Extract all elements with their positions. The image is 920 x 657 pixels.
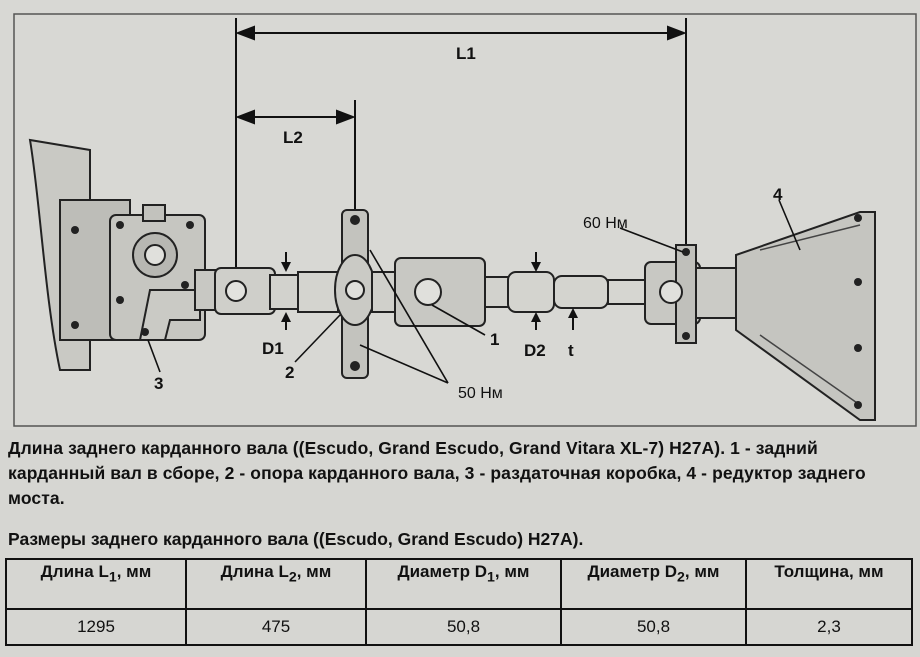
leader-lines bbox=[147, 199, 801, 384]
rear-flange bbox=[644, 244, 701, 344]
dimensions-table: Длина L1, мм Длина L2, мм Диаметр D1, мм… bbox=[5, 558, 913, 646]
shaft-mid-section bbox=[371, 252, 649, 330]
table-title: Размеры заднего карданного вала ((Escudo… bbox=[8, 529, 584, 549]
rear-differential bbox=[695, 211, 876, 421]
label-d1: D1 bbox=[262, 339, 284, 358]
table-header-row: Длина L1, мм Длина L2, мм Диаметр D1, мм… bbox=[5, 558, 913, 610]
dimension-lines bbox=[235, 18, 687, 290]
center-bearing-support bbox=[334, 209, 376, 379]
shaft-front-tube bbox=[281, 252, 339, 330]
shaft-diagram: L1 L2 bbox=[13, 13, 917, 427]
label-torque-50: 50 Нм bbox=[458, 385, 503, 402]
label-part-1: 1 bbox=[490, 330, 499, 349]
table-row: 1295 475 50,8 50,8 2,3 bbox=[5, 608, 913, 646]
label-part-3: 3 bbox=[154, 374, 163, 393]
header-length-l1: Длина L1, мм bbox=[5, 558, 187, 610]
label-part-4: 4 bbox=[773, 185, 783, 204]
header-length-l2: Длина L2, мм bbox=[185, 558, 367, 610]
transfer-case bbox=[28, 138, 241, 371]
header-diameter-d1: Диаметр D1, мм bbox=[365, 558, 562, 610]
label-t: t bbox=[568, 341, 574, 360]
label-torque-60: 60 Нм bbox=[583, 215, 628, 232]
label-part-2: 2 bbox=[285, 363, 294, 382]
front-joint bbox=[214, 267, 301, 315]
header-thickness: Толщина, мм bbox=[745, 558, 913, 610]
label-l1: L1 bbox=[456, 44, 476, 63]
label-d2: D2 bbox=[524, 341, 546, 360]
cell-thickness: 2,3 bbox=[745, 608, 913, 646]
label-l2: L2 bbox=[283, 128, 303, 147]
header-diameter-d2: Диаметр D2, мм bbox=[560, 558, 747, 610]
cell-d2: 50,8 bbox=[560, 608, 747, 646]
cell-l1: 1295 bbox=[5, 608, 187, 646]
cell-l2: 475 bbox=[185, 608, 367, 646]
cell-d1: 50,8 bbox=[365, 608, 562, 646]
shaft-diagram-svg: L1 L2 bbox=[13, 13, 917, 427]
figure-caption: Длина заднего карданного вала ((Escudo, … bbox=[8, 438, 866, 508]
